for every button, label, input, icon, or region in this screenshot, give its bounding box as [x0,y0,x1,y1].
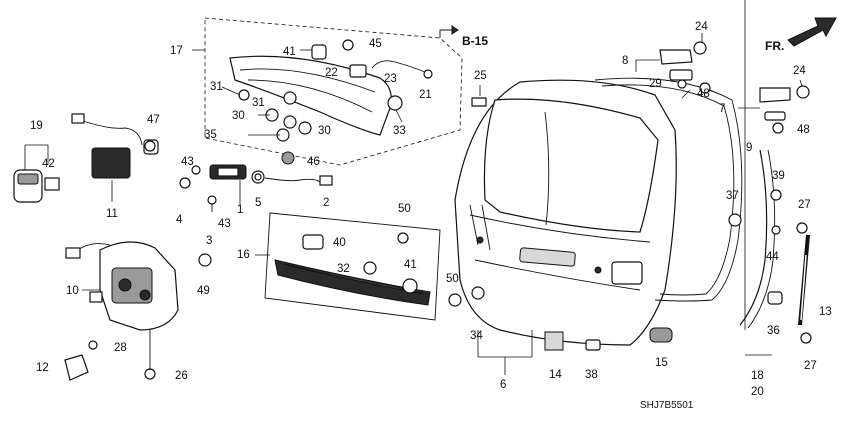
reference-arrow-icon [439,29,452,38]
callout-28: 28 [114,342,127,354]
hinge-lower [759,87,791,103]
callout-31: 31 [252,97,265,109]
tailgate-lock-actuator [65,241,179,331]
callout-27: 27 [804,360,817,372]
callout-23: 23 [384,73,397,85]
callout-45: 45 [369,38,382,50]
callout-15: 15 [655,357,668,369]
callout-labels: 1 2 3 4 5 6 7 8 9 10 11 12 13 14 15 16 1… [30,21,832,411]
callout-19: 19 [30,120,43,132]
callout-26: 26 [175,370,188,382]
callout-43: 43 [181,156,194,168]
callout-9: 9 [746,142,752,154]
callout-18: 18 [751,370,764,382]
callout-50: 50 [446,273,459,285]
damper-cable [739,149,768,326]
callout-14: 14 [549,369,562,381]
callout-41: 41 [404,259,417,271]
callout-11: 11 [106,208,118,220]
callout-47: 47 [147,114,160,126]
callout-42: 42 [42,158,55,170]
callout-48: 48 [797,124,810,136]
callout-35: 35 [204,129,217,141]
callout-48: 48 [697,88,710,100]
callout-33: 33 [393,125,406,137]
callout-39: 39 [772,170,785,182]
callout-50: 50 [398,203,411,215]
callout-43: 43 [218,218,231,230]
tailgate-door [454,79,677,346]
callout-25: 25 [474,70,487,82]
callout-40: 40 [333,237,346,249]
callout-32: 32 [337,263,350,275]
callout-30: 30 [318,125,331,137]
callout-38: 38 [585,369,598,381]
callout-17: 17 [170,45,183,57]
callout-24: 24 [793,65,806,77]
section-reference: B-15 [462,34,488,48]
callout-6: 6 [500,379,506,391]
callout-1: 1 [237,204,243,216]
callout-4: 4 [176,214,183,226]
harness [264,177,321,183]
callout-10: 10 [66,285,79,297]
callout-13: 13 [819,306,832,318]
front-label: FR. [765,39,784,53]
callout-46: 46 [307,156,320,168]
callout-20: 20 [751,386,764,398]
callout-29: 29 [649,78,662,90]
front-arrow-icon [787,17,837,47]
spoiler-group-outline [204,17,463,166]
callout-37: 37 [726,190,739,202]
callout-2: 2 [323,197,329,209]
callout-27: 27 [798,199,811,211]
callout-21: 21 [419,89,432,101]
callout-36: 36 [767,325,780,337]
callout-44: 44 [766,251,779,263]
callout-34: 34 [470,330,483,342]
callout-12: 12 [36,362,49,374]
callout-5: 5 [255,197,261,209]
callout-49: 49 [197,285,210,297]
callout-31: 31 [210,81,223,93]
callout-22: 22 [325,67,338,79]
callout-3: 3 [206,235,212,247]
spoiler [229,55,392,136]
callout-24: 24 [695,21,708,33]
callout-16: 16 [237,249,250,261]
hinge-upper [659,49,693,65]
callout-7: 7 [719,103,725,115]
garnish-group-outline [264,212,441,321]
callout-8: 8 [622,55,628,67]
callout-30: 30 [232,110,245,122]
callout-41: 41 [283,46,296,58]
switch-harness [91,147,131,179]
diagram-code: SHJ7B5501 [640,400,694,411]
